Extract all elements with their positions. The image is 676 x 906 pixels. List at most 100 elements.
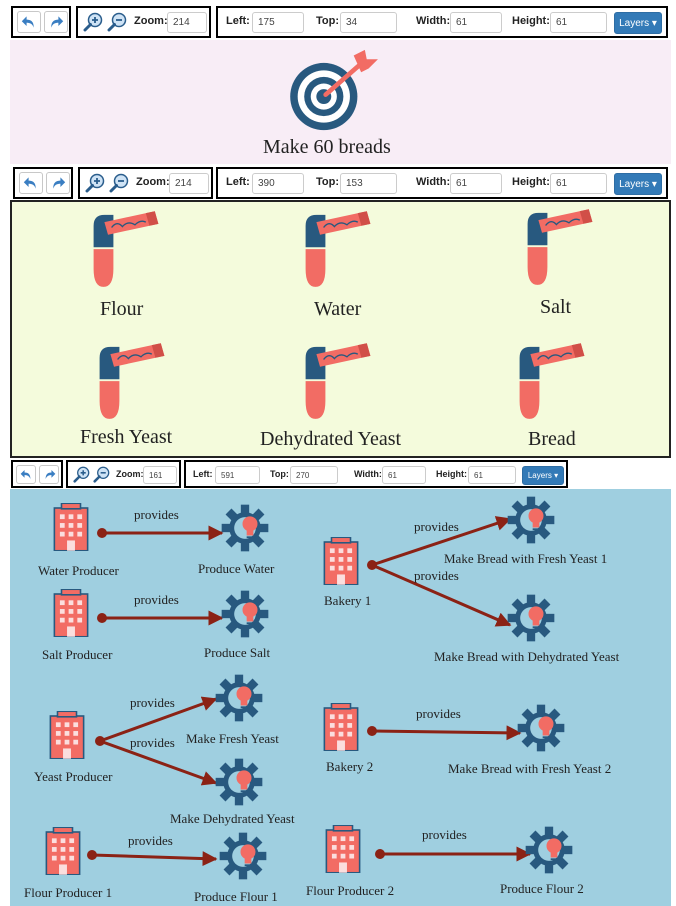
top-input[interactable]: 270 <box>290 466 338 484</box>
resource-label: Fresh Yeast <box>80 426 173 448</box>
height-label: Height: <box>512 15 550 27</box>
layers-label: Layers <box>527 471 552 480</box>
layers-button[interactable]: Layers ▾ <box>522 466 564 485</box>
goal-label: Make 60 breads <box>263 136 391 158</box>
height-input[interactable]: 61 <box>550 173 607 194</box>
actor-node[interactable]: Bakery 1 <box>312 537 392 613</box>
zoom-input[interactable]: 214 <box>169 173 209 194</box>
capability-label: Make Dehydrated Yeast <box>170 811 295 826</box>
zoom-in-icon <box>83 12 103 32</box>
actor-label: Flour Producer 2 <box>306 883 395 898</box>
resource-node[interactable]: Fresh Yeast <box>80 342 210 454</box>
capability-node[interactable]: Produce Flour 1 <box>188 831 308 905</box>
zoom-in-button[interactable] <box>84 172 106 194</box>
edge-source-dot <box>375 849 385 859</box>
edge-layer <box>87 516 532 867</box>
height-label: Height: <box>512 176 550 188</box>
layers-button[interactable]: Layers ▾ <box>614 12 662 34</box>
redo-icon <box>43 468 56 481</box>
redo-button[interactable] <box>39 465 59 484</box>
capability-node[interactable]: Produce Flour 2 <box>500 825 630 901</box>
height-input[interactable]: 61 <box>550 12 607 33</box>
zoom-out-button[interactable] <box>108 172 130 194</box>
actor-label: Salt Producer <box>42 647 113 662</box>
toolbar: Zoom: 214 Left: 390 Top: 153 Width: 61 H… <box>0 167 676 199</box>
layers-button[interactable]: Layers ▾ <box>614 173 662 195</box>
actor-node[interactable]: Salt Producer <box>32 589 142 665</box>
edge-source-dot <box>97 528 107 538</box>
actor-node[interactable]: Yeast Producer <box>30 711 140 787</box>
capability-node[interactable]: Make Bread with Dehydrated Yeast <box>434 593 666 673</box>
zoom-out-icon <box>107 12 127 32</box>
target-icon <box>288 48 382 132</box>
history-group <box>11 6 71 38</box>
actor-node[interactable]: Bakery 2 <box>312 703 392 779</box>
undo-button[interactable] <box>17 11 41 33</box>
resource-icon <box>90 210 162 290</box>
goal-node[interactable]: Make 60 breads <box>250 48 420 160</box>
top-input[interactable]: 153 <box>340 173 397 194</box>
width-input[interactable]: 61 <box>450 173 502 194</box>
zoom-input[interactable]: 214 <box>167 12 207 33</box>
left-label: Left: <box>193 469 213 479</box>
left-input[interactable]: 591 <box>215 466 260 484</box>
capability-node[interactable]: Make Dehydrated Yeast <box>170 757 324 837</box>
edge-label: provides <box>414 519 459 534</box>
zoom-in-button[interactable] <box>72 465 90 484</box>
resource-icon <box>302 210 374 290</box>
edge-label: provides <box>134 592 179 607</box>
height-label: Height: <box>436 469 467 479</box>
zoom-out-button[interactable] <box>106 11 128 33</box>
resource-node[interactable]: Water <box>302 210 382 326</box>
top-input[interactable]: 34 <box>340 12 397 33</box>
actor-node[interactable]: Flour Producer 1 <box>24 827 134 903</box>
zoom-group: Zoom: 161 <box>66 460 181 488</box>
resource-node[interactable]: Salt <box>524 208 596 324</box>
capability-label: Produce Flour 1 <box>194 889 278 904</box>
redo-button[interactable] <box>46 172 70 194</box>
actor-node[interactable]: Water Producer <box>32 503 142 579</box>
left-label: Left: <box>226 15 250 27</box>
capability-node[interactable]: Produce Salt <box>188 589 308 669</box>
left-input[interactable]: 390 <box>252 173 304 194</box>
layers-label: Layers <box>619 17 650 29</box>
edge-label: provides <box>128 833 173 848</box>
zoom-out-button[interactable] <box>92 465 110 484</box>
capability-label: Make Bread with Fresh Yeast 1 <box>444 551 608 566</box>
capability-node[interactable]: Make Bread with Fresh Yeast 2 <box>448 703 666 783</box>
resource-node[interactable]: Dehydrated Yeast <box>260 342 422 454</box>
capability-label: Produce Flour 2 <box>500 881 584 896</box>
actor-label: Bakery 1 <box>324 593 372 608</box>
zoom-label: Zoom: <box>136 176 170 188</box>
undo-icon <box>20 468 33 481</box>
zoom-in-button[interactable] <box>82 11 104 33</box>
height-input[interactable]: 61 <box>468 466 516 484</box>
capability-node[interactable]: Produce Water <box>188 503 308 583</box>
width-input[interactable]: 61 <box>450 12 502 33</box>
gear-bulb-icon <box>220 589 270 639</box>
edge-label: provides <box>130 735 175 750</box>
actor-panel: provides provides provides provides prov… <box>10 489 671 906</box>
undo-icon <box>23 175 39 191</box>
redo-button[interactable] <box>44 11 68 33</box>
undo-button[interactable] <box>19 172 43 194</box>
building-icon <box>44 827 82 875</box>
capability-node[interactable]: Make Bread with Fresh Yeast 1 <box>444 495 666 575</box>
actor-label: Bakery 2 <box>326 759 374 774</box>
left-input[interactable]: 175 <box>252 12 304 33</box>
left-label: Left: <box>226 176 250 188</box>
edge-source-dot <box>367 560 377 570</box>
undo-button[interactable] <box>16 465 36 484</box>
edge-label: provides <box>134 507 179 522</box>
edge-line <box>99 696 218 743</box>
capability-node[interactable]: Make Fresh Yeast <box>184 673 304 753</box>
resource-node[interactable]: Bread <box>516 342 596 454</box>
capability-label: Make Bread with Fresh Yeast 2 <box>448 761 612 776</box>
actor-node[interactable]: Flour Producer 2 <box>306 825 420 901</box>
zoom-input[interactable]: 161 <box>143 466 177 484</box>
resource-node[interactable]: Flour <box>90 210 162 326</box>
resource-label: Water <box>314 298 362 320</box>
layers-label: Layers <box>619 178 650 190</box>
top-label: Top: <box>270 469 289 479</box>
width-input[interactable]: 61 <box>382 466 426 484</box>
